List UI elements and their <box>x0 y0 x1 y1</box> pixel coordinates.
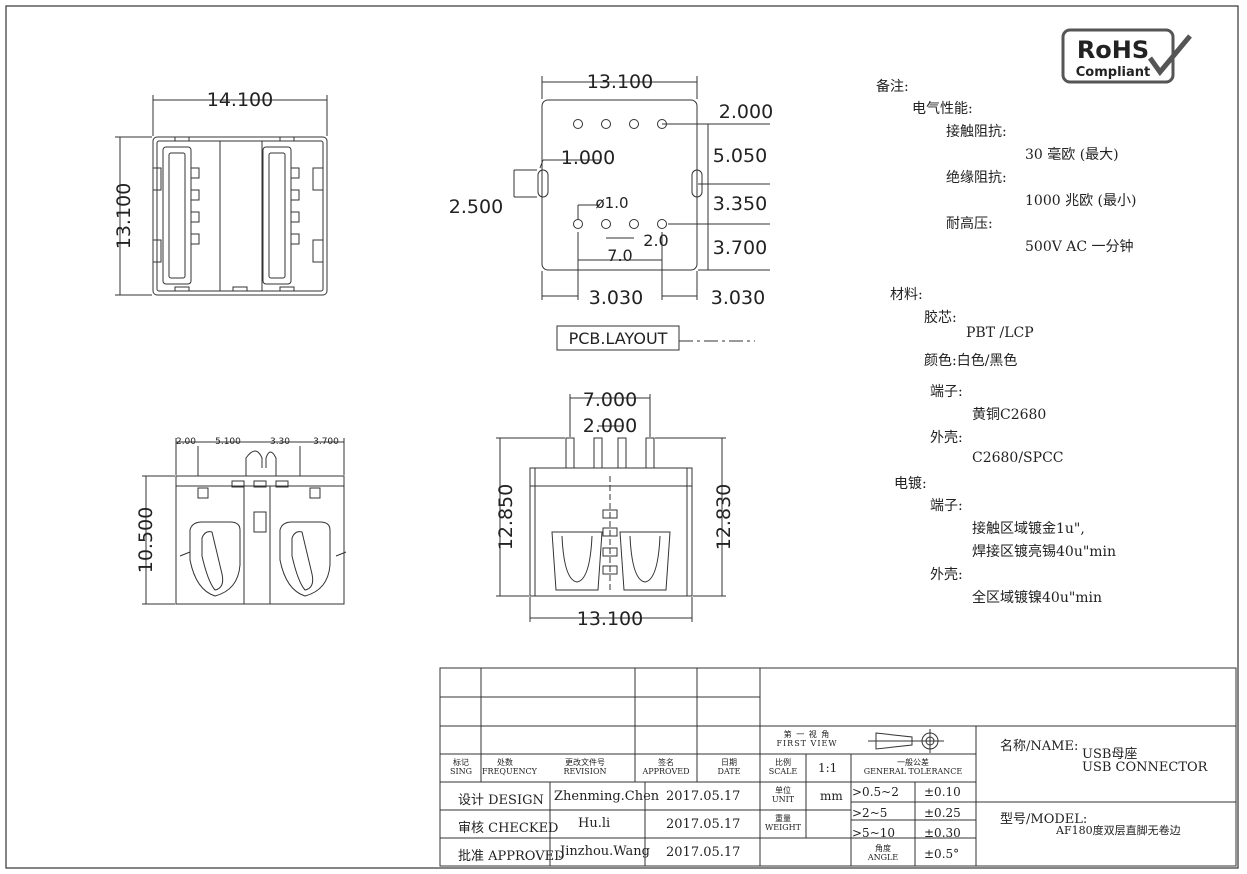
pcb-layout-label: PCB.LAYOUT <box>569 329 668 348</box>
top-width-dim: 14.100 <box>207 89 273 111</box>
side-dim-4: 3.700 <box>313 437 339 447</box>
checked-date: 2017.05.17 <box>666 817 741 832</box>
notes-housing: 胶芯: <box>924 310 957 326</box>
notes-plating-shell: 外壳: <box>930 567 963 583</box>
tol-value-1: ±0.10 <box>924 785 961 799</box>
notes-electrical: 电气性能: <box>912 101 973 117</box>
rohs-logo: RoHS Compliant <box>1061 28 1192 84</box>
side-dim-3: 3.30 <box>270 437 290 447</box>
design-name: Zhenming.Chen <box>554 789 660 804</box>
front-left-height-dim: 12.850 <box>495 484 517 550</box>
notes-withstand-val: 500V AC 一分钟 <box>1025 239 1134 255</box>
pcb-view <box>513 76 770 351</box>
notes-shell-val: C2680/SPCC <box>972 450 1064 466</box>
tol-range-1: >0.5~2 <box>852 785 899 799</box>
rohs-subtitle: Compliant <box>1076 65 1150 80</box>
checked-label: 审核 CHECKED <box>458 821 559 836</box>
approved-date: 2017.05.17 <box>666 845 741 860</box>
front-view <box>496 394 726 622</box>
pcb-width-dim: 13.100 <box>587 71 653 93</box>
side-dim-2: 5.100 <box>215 437 241 447</box>
name-cn: USB母座 <box>1082 747 1138 762</box>
side-view <box>142 438 347 605</box>
check-icon <box>1147 34 1192 77</box>
pcb-dim-3350: 3.350 <box>713 193 767 215</box>
top-view <box>115 95 328 296</box>
notes-withstand: 耐高压: <box>946 216 993 232</box>
notes-plating-terminal-v1: 接触区域镀金1u", <box>972 521 1085 537</box>
tol-value-2: ±0.25 <box>924 806 961 820</box>
pcb-dim-5050: 5.050 <box>713 145 767 167</box>
notes-insulation-res: 绝缘阻抗: <box>946 170 1007 186</box>
notes-terminal-val: 黄铜C2680 <box>972 407 1047 423</box>
unit-value: mm <box>820 789 843 803</box>
rohs-title: RoHS <box>1077 36 1149 64</box>
name-label: 名称/NAME: <box>1000 739 1079 754</box>
top-height-dim: 13.100 <box>113 183 135 249</box>
tol-range-3: >5~10 <box>852 826 896 840</box>
notes-insulation-res-val: 1000 兆欧 (最小) <box>1025 193 1137 209</box>
design-date: 2017.05.17 <box>666 789 741 804</box>
pcb-dim-hole: ø1.0 <box>595 194 628 212</box>
notes-plating-terminal: 端子: <box>930 498 963 514</box>
pcb-dim-1000: 1.000 <box>561 147 615 169</box>
front-width-dim: 13.100 <box>577 608 643 630</box>
notes-material: 材料: <box>890 287 923 303</box>
design-label: 设计 DESIGN <box>458 793 544 808</box>
pcb-dim-2500: 2.500 <box>449 196 503 218</box>
tol-value-3: ±0.30 <box>924 826 961 840</box>
front-top-dim: 7.000 <box>583 389 637 411</box>
checked-name: Hu.li <box>578 816 611 831</box>
pcb-dim-3030-right: 3.030 <box>711 287 765 309</box>
notes-contact-res: 接触阻抗: <box>946 124 1007 140</box>
tol-value-4: ±0.5° <box>924 847 960 861</box>
notes-plating-terminal-v2: 焊接区镀亮锡40u"min <box>972 544 1117 560</box>
model-label: 型号/MODEL: <box>1000 812 1088 827</box>
front-pitch-dim: 2.000 <box>583 415 637 437</box>
notes-shell: 外壳: <box>930 430 963 446</box>
notes-plating-shell-v: 全区域镀镍40u"min <box>972 590 1103 606</box>
notes-header: 备注: <box>876 79 909 95</box>
notes-color: 颜色:白色/黑色 <box>924 353 1018 369</box>
name-en: USB CONNECTOR <box>1082 760 1208 775</box>
front-right-height-dim: 12.830 <box>713 484 735 550</box>
pcb-dim-3030-left: 3.030 <box>589 287 643 309</box>
model-value: AF180度双层直脚无卷边 <box>1056 824 1181 837</box>
pcb-dim-70: 7.0 <box>607 246 632 265</box>
title-block-grid <box>439 667 1237 867</box>
notes-contact-res-val: 30 毫欧 (最大) <box>1025 147 1119 163</box>
side-dim-1: 2.00 <box>176 437 196 447</box>
scale-value: 1:1 <box>818 761 838 775</box>
notes-terminal: 端子: <box>930 384 963 400</box>
pcb-dim-pitch: 2.0 <box>643 231 668 250</box>
tol-range-2: >2~5 <box>852 806 888 820</box>
drawing-border <box>5 5 1239 869</box>
pcb-dim-3700: 3.700 <box>713 237 767 259</box>
side-height-dim: 10.500 <box>135 507 157 573</box>
notes-housing-val: PBT /LCP <box>966 325 1034 341</box>
pcb-dim-2000: 2.000 <box>719 101 773 123</box>
approved-name: Jinzhou.Wang <box>560 844 650 859</box>
notes-plating: 电镀: <box>894 476 927 492</box>
approved-label: 批准 APPROVED <box>458 849 565 864</box>
